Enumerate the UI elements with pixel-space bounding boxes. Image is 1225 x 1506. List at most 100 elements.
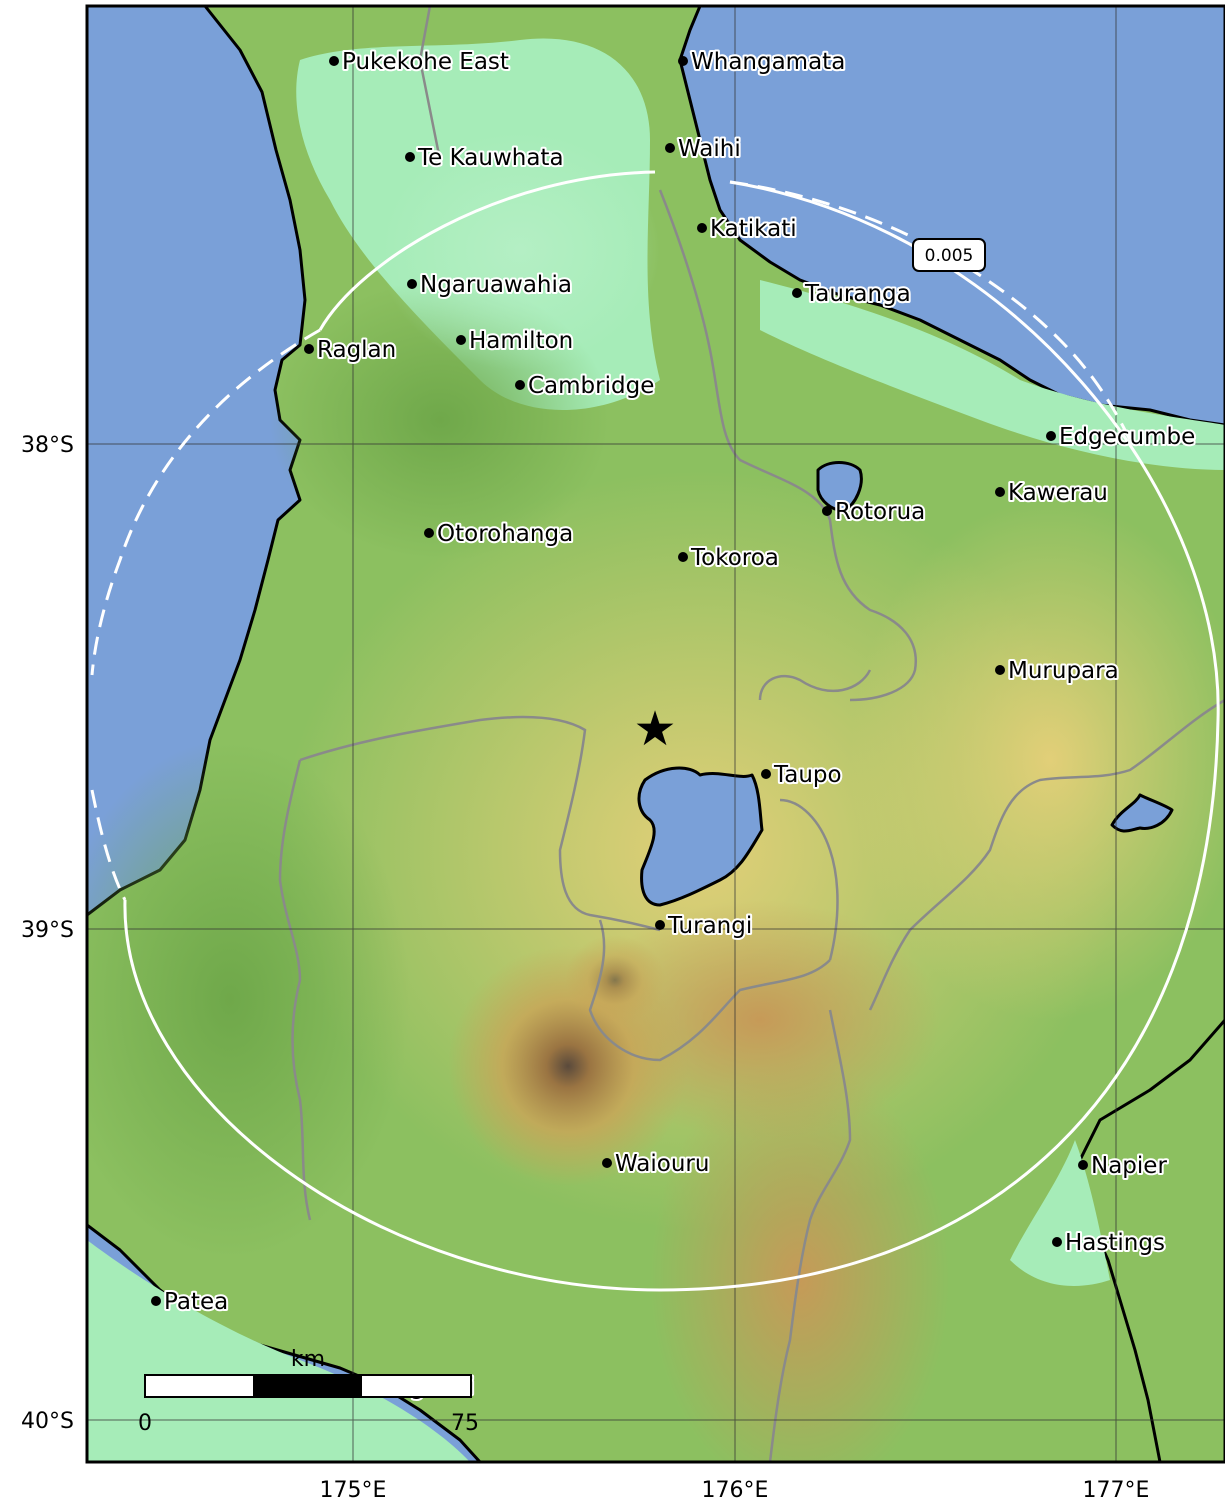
contour-dashed	[90, 180, 1132, 901]
lat-tick-labels: 38°S 39°S 40°S	[21, 433, 74, 1434]
contour-label-box: 0.005	[912, 238, 986, 272]
city-label: Cambridge	[528, 373, 654, 399]
city-marker	[424, 528, 434, 538]
city-marker	[678, 552, 688, 562]
lake-waikaremoana	[1110, 793, 1174, 833]
city-marker	[329, 56, 339, 66]
city-ngaruawahia: Ngaruawahia	[407, 270, 574, 300]
city-kawerau: Kawerau	[995, 478, 1110, 508]
city-marker	[995, 487, 1005, 497]
city-murupara: Murupara	[995, 656, 1121, 686]
city-label: Tokoroa	[690, 545, 779, 571]
city-marker	[761, 769, 771, 779]
city-label: Taupo	[773, 762, 842, 788]
lon-tick-175: 175°E	[320, 1478, 387, 1503]
contour-label: 0.005	[925, 246, 974, 266]
city-edgecumbe: Edgecumbe	[1046, 422, 1197, 452]
city-label: Kawerau	[1008, 480, 1108, 506]
city-label: Pukekohe East	[342, 49, 509, 75]
city-label: Waihi	[678, 136, 741, 162]
terrain-tongariro	[565, 935, 665, 1025]
terrain-lowland-hamilton	[380, 130, 660, 370]
city-marker	[792, 288, 802, 298]
city-cambridge: Cambridge	[515, 371, 656, 401]
terrain-green-west	[87, 740, 410, 1260]
city-raglan: Raglan	[304, 335, 398, 365]
terrain-plateau-east	[850, 500, 1225, 1020]
city-turangi: Turangi	[655, 911, 754, 941]
city-label: Otorohanga	[437, 521, 573, 547]
city-label: Patea	[164, 1289, 228, 1315]
city-rotorua: Rotorua	[822, 497, 927, 527]
city-marker	[1052, 1237, 1062, 1247]
city-marker	[407, 279, 417, 289]
city-label: Edgecumbe	[1059, 424, 1195, 450]
city-marker	[678, 56, 688, 66]
city-pukekohe-east: Pukekohe East	[329, 47, 511, 77]
city-marker	[1046, 431, 1056, 441]
scale-bar: ganui km 0 75	[138, 1347, 479, 1436]
city-hastings: Hastings	[1052, 1228, 1167, 1258]
city-tauranga: Tauranga	[792, 279, 913, 309]
city-napier: Napier	[1078, 1151, 1169, 1181]
city-marker	[822, 506, 832, 516]
city-marker	[1078, 1160, 1088, 1170]
scale-bar-unit: km	[291, 1347, 325, 1372]
lon-tick-177: 177°E	[1083, 1478, 1150, 1503]
city-label: Rotorua	[835, 499, 925, 525]
lon-tick-labels: 175°E 176°E 177°E	[320, 1478, 1150, 1503]
city-marker	[995, 665, 1005, 675]
city-marker	[602, 1158, 612, 1168]
city-label: Hastings	[1065, 1230, 1165, 1256]
intensity-contours	[90, 170, 1220, 1292]
city-label: Whangamata	[691, 49, 845, 75]
scale-bar-start: 0	[138, 1411, 152, 1436]
city-taupo: Taupo	[761, 760, 844, 790]
city-label: Tauranga	[804, 281, 911, 307]
graticule	[87, 6, 1225, 1462]
city-otorohanga: Otorohanga	[424, 519, 575, 549]
city-marker	[456, 335, 466, 345]
city-tokoroa: Tokoroa	[678, 543, 781, 573]
city-marker	[151, 1296, 161, 1306]
lowland-hawkes-bay	[1010, 1140, 1110, 1286]
city-label: Turangi	[667, 913, 752, 939]
city-marker	[655, 920, 665, 930]
contour-solid	[123, 170, 1220, 1292]
scale-bar-end: 75	[451, 1411, 479, 1436]
city-label: Napier	[1091, 1153, 1167, 1179]
city-label: Hamilton	[469, 328, 573, 354]
city-label: Te Kauwhata	[417, 145, 564, 171]
city-marker	[405, 152, 415, 162]
city-hamilton: Hamilton	[456, 326, 575, 356]
lake-rotorua	[816, 461, 863, 512]
lowland-bay-of-plenty	[760, 280, 1225, 470]
map-frame	[85, 4, 1225, 1464]
city-patea: Patea	[151, 1287, 230, 1317]
lake-taupo	[637, 766, 764, 907]
city-katikati: Katikati	[697, 214, 799, 244]
lat-tick-39: 39°S	[21, 918, 74, 943]
lon-tick-176: 176°E	[702, 1478, 769, 1503]
lat-tick-40: 40°S	[21, 1409, 74, 1434]
terrain-ruahine-range	[650, 1060, 950, 1462]
city-label: Raglan	[317, 337, 396, 363]
city-marker	[515, 380, 525, 390]
lat-tick-38: 38°S	[21, 433, 74, 458]
city-whangamata: Whangamata	[678, 47, 847, 77]
city-waihi: Waihi	[665, 134, 743, 164]
city-label: Waiouru	[615, 1151, 709, 1177]
city-label: Ngaruawahia	[420, 272, 572, 298]
star-icon: ★	[633, 701, 676, 757]
city-label: Katikati	[710, 216, 797, 242]
city-marker	[697, 223, 707, 233]
city-marker	[304, 344, 314, 354]
city-waiouru: Waiouru	[602, 1149, 711, 1179]
city-te-kauwhata: Te Kauwhata	[405, 143, 566, 173]
city-label: Murupara	[1008, 658, 1119, 684]
map-area: 0.005 Pukekohe East Whangamata Te Kauwhata…	[87, 6, 1225, 1462]
lowland-whanganui	[87, 1240, 470, 1462]
city-marker	[665, 143, 675, 153]
city-layer: Pukekohe East Whangamata Te Kauwhata WaihiK…	[151, 47, 1197, 1317]
